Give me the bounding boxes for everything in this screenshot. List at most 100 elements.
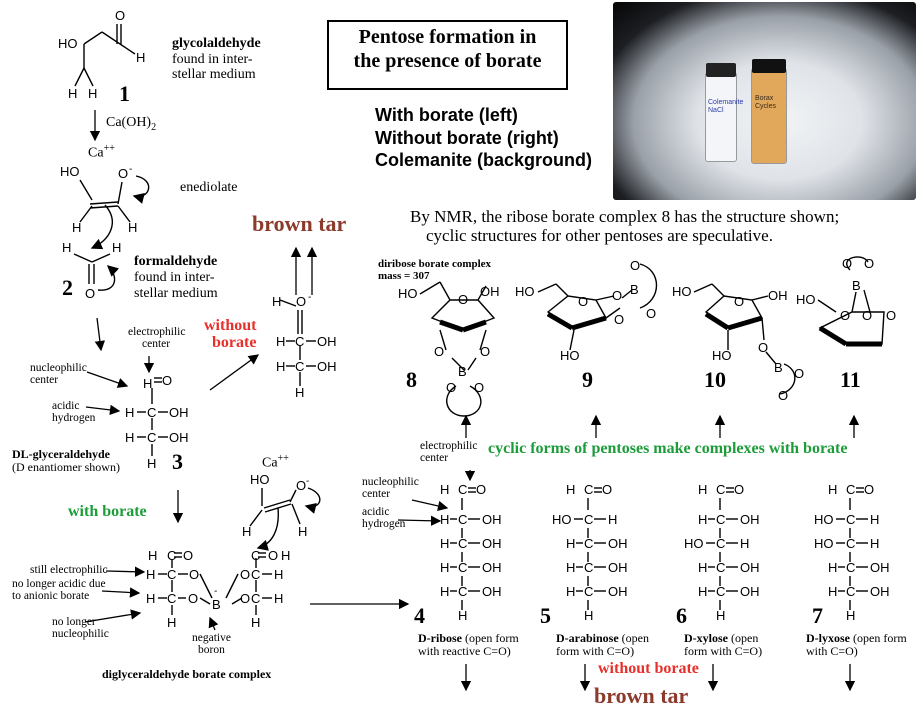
atom-oh: OH <box>317 359 337 374</box>
atom-h: H <box>566 560 575 575</box>
atom-h: H <box>298 524 307 539</box>
atom-o: O <box>480 344 490 359</box>
atom-c: C <box>251 567 260 582</box>
atom-o: O <box>734 294 744 309</box>
enantiomer-note: (D enantiomer shown) <box>12 460 120 474</box>
glyco-desc-2: stellar medium <box>172 67 256 82</box>
atom-h: H <box>128 220 137 235</box>
atom-h: H <box>251 615 260 630</box>
atom-c: C <box>147 405 156 420</box>
atom-b: B <box>774 360 783 375</box>
vial-right-label: Borax Cycles <box>755 95 777 110</box>
atom-o: O <box>886 308 896 323</box>
atom-h: H <box>698 560 707 575</box>
atom-h: H <box>125 430 134 445</box>
glyceraldehyde-structure <box>137 377 168 456</box>
atom-oh: OH <box>482 584 502 599</box>
atom-b: B <box>852 278 861 293</box>
vial-with-borate: Colemanite NaCl <box>705 63 744 162</box>
calcium-label: Ca++ <box>88 143 115 161</box>
atom-ho: HO <box>552 512 572 527</box>
atom-minus: - <box>306 476 309 487</box>
title-box: Pentose formation in the presence of bor… <box>327 20 568 90</box>
pentose-number-7: 7 <box>812 603 823 628</box>
glyco-desc-1: found in inter- <box>172 52 253 67</box>
caption-line: With borate (left) <box>375 105 518 125</box>
atom-h: H <box>458 608 467 623</box>
atom-c: C <box>251 548 260 563</box>
atom-h: H <box>125 405 134 420</box>
arrows-right <box>397 414 860 692</box>
colemanite-photo: Colemanite NaCl Borax Cycles <box>613 2 916 200</box>
atom-h: H <box>274 567 283 582</box>
atom-o: O <box>296 478 306 493</box>
complex-name: diglyceraldehyde borate complex <box>102 667 272 681</box>
atom-h: H <box>72 220 81 235</box>
atom-c: C <box>584 584 593 599</box>
atom-o: O <box>188 591 198 606</box>
atom-h: H <box>272 294 281 309</box>
atom-oh: OH <box>169 405 189 420</box>
atom-h: H <box>440 482 449 497</box>
atom-minus: - <box>308 292 311 303</box>
atom-o: O <box>864 256 874 271</box>
atom-o: O <box>296 294 306 309</box>
vial-without-borate: Borax Cycles <box>751 59 787 164</box>
enediolate-structure-2 <box>249 487 321 551</box>
atom-h: H <box>828 584 837 599</box>
atom-c: C <box>458 560 467 575</box>
cyclic-number-9: 9 <box>582 367 593 392</box>
title-line-1: Pentose formation in <box>358 26 537 48</box>
atom-o: O <box>476 482 486 497</box>
atom-o: O <box>734 482 744 497</box>
atom-h: H <box>870 512 879 527</box>
atom-h: H <box>828 560 837 575</box>
brown-tar-top: brown tar <box>252 211 347 236</box>
pentose-number-4: 4 <box>414 603 425 628</box>
pentose-number-5: 5 <box>540 603 551 628</box>
atom-oh: OH <box>870 584 890 599</box>
atom-c: C <box>458 584 467 599</box>
compound-number-1: 1 <box>119 81 130 106</box>
vial-left-label: Colemanite NaCl <box>708 99 744 114</box>
atom-minus: - <box>129 164 132 175</box>
atom-o: O <box>758 340 768 355</box>
form-desc-1: found in inter- <box>134 270 215 285</box>
calcium-label-2: Ca++ <box>262 453 289 471</box>
compound-number-2: 2 <box>62 275 73 300</box>
atom-c: C <box>167 567 176 582</box>
atom-ho: HO <box>672 284 692 299</box>
atom-h: H <box>147 456 156 471</box>
title-line-2: the presence of borate <box>353 49 542 72</box>
nmr-note-2: cyclic structures for other pentoses are… <box>426 226 773 245</box>
atom-h: H <box>740 536 749 551</box>
still-electrophilic-label: still electrophilic <box>30 564 108 576</box>
atom-c: C <box>584 560 593 575</box>
atom-o: O <box>446 380 456 395</box>
atom-o: O <box>842 256 852 271</box>
atom-h: H <box>440 512 449 527</box>
atom-minus: - <box>214 586 217 597</box>
atom-ho: HO <box>250 472 270 487</box>
atom-c: C <box>716 560 725 575</box>
arrows-left <box>84 110 410 631</box>
atom-c: C <box>251 591 260 606</box>
atom-o: O <box>458 292 468 307</box>
atom-o: O <box>864 482 874 497</box>
atom-ho: HO <box>560 348 580 363</box>
atom-o: O <box>240 591 250 606</box>
atom-oh: OH <box>482 512 502 527</box>
atom-h: H <box>62 240 71 255</box>
cyclic-number-8: 8 <box>406 367 417 392</box>
atom-o: O <box>115 8 125 23</box>
atom-ho: HO <box>684 536 704 551</box>
atom-b: B <box>212 597 221 612</box>
atom-h: H <box>698 584 707 599</box>
